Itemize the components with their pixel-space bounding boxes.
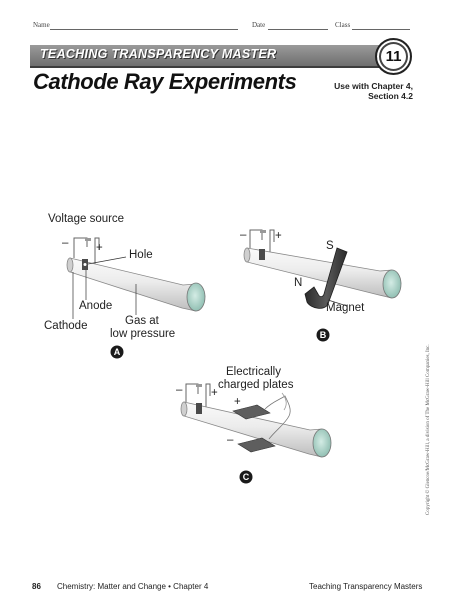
marker-c-circle	[239, 470, 253, 484]
tube-b	[246, 247, 402, 299]
footer-book: Chemistry: Matter and Change • Chapter 4	[57, 582, 209, 591]
name-label: Name	[33, 21, 50, 29]
plates-label-line2: charged plates	[218, 379, 294, 391]
plates-label-line1: Electrically	[226, 366, 281, 378]
screen-b	[382, 269, 402, 299]
banner-bar	[30, 45, 402, 68]
gas-label-line1: Gas at	[125, 315, 159, 327]
c-minus-label: –	[176, 384, 183, 396]
cathode-label: Cathode	[44, 320, 88, 332]
name-line	[50, 29, 238, 30]
n-pole-label: N	[294, 277, 303, 289]
hole-label: Hole	[129, 249, 153, 261]
footer-section: Teaching Transparency Masters	[309, 582, 423, 591]
b-plus-label: +	[275, 230, 282, 242]
banner-text: TEACHING TRANSPARENCY MASTER	[40, 47, 277, 61]
marker-b: B	[319, 330, 327, 340]
negative-plate	[237, 437, 276, 453]
page-title: Cathode Ray Experiments	[33, 69, 297, 94]
screen-c	[312, 428, 332, 458]
transparency-number-badge	[375, 38, 412, 75]
positive-plate	[232, 404, 271, 420]
anode-label: Anode	[79, 300, 113, 312]
plate-minus-label: –	[227, 434, 234, 446]
anode-c	[196, 403, 202, 414]
hole-icon	[83, 263, 87, 266]
voltage-source-icon-b	[260, 230, 266, 233]
transparency-number: 11	[385, 48, 402, 65]
marker-c: C	[242, 472, 250, 482]
anode-b	[259, 249, 265, 260]
class-label: Class	[335, 21, 351, 29]
a-plus-label: +	[96, 242, 103, 254]
class-line	[352, 29, 410, 30]
date-label: Date	[252, 21, 266, 29]
marker-a: A	[113, 347, 121, 357]
plate-plus-label: +	[234, 396, 241, 408]
voltage-source-label: Voltage source	[48, 213, 125, 225]
screen-a	[186, 282, 206, 312]
marker-a-circle	[110, 345, 124, 359]
magnet-label: Magnet	[326, 302, 365, 314]
magnet-icon	[304, 247, 348, 309]
a-minus-label: –	[62, 237, 69, 249]
b-minus-label: –	[240, 229, 247, 241]
use-with-section: Section 4.2	[368, 91, 413, 101]
use-with-chapter: Use with Chapter 4,	[334, 81, 413, 91]
diagram-b	[243, 229, 402, 309]
diagram-a	[66, 237, 206, 319]
diagram-c	[180, 383, 332, 458]
voltage-source-icon	[85, 238, 91, 241]
c-plus-label: +	[211, 387, 218, 399]
copyright-notice: Copyright © Glencoe/McGraw-Hill, a divis…	[426, 344, 431, 515]
voltage-source-icon-c	[196, 384, 202, 387]
date-line	[268, 29, 328, 30]
gas-label-line2: low pressure	[110, 328, 176, 340]
page-number: 86	[32, 582, 41, 591]
s-pole-label: S	[326, 240, 334, 252]
marker-b-circle	[316, 328, 330, 342]
